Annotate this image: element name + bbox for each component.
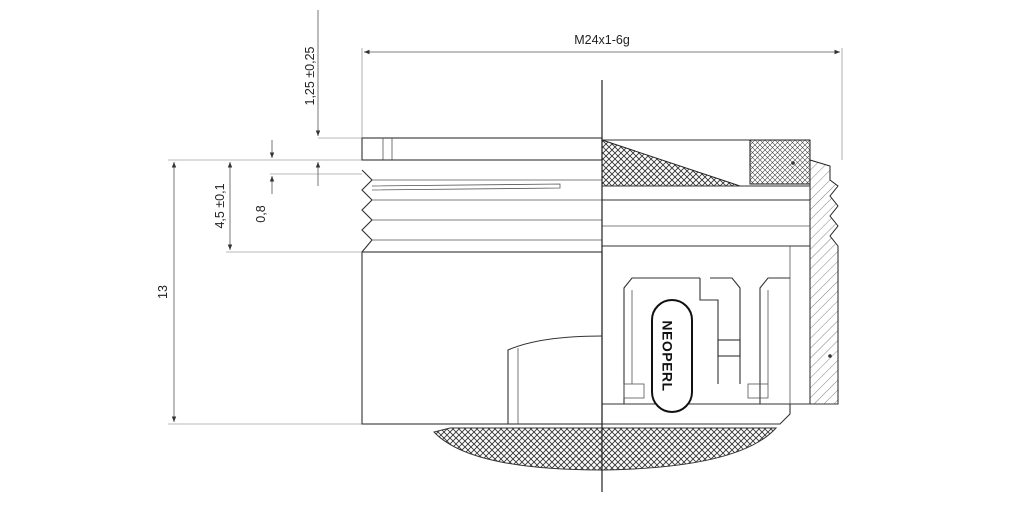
mesh-screen-right [601, 427, 778, 471]
brand-logo: NEOPERL [651, 299, 693, 413]
main-body [361, 251, 603, 425]
thread-section [361, 159, 602, 253]
brand-text: NEOPERL [659, 320, 675, 391]
mesh-screen-left [433, 427, 603, 471]
thread-dim-label: M24x1-6g [574, 33, 630, 47]
section-view: NEOPERL [601, 139, 839, 471]
dimension-lines: M24x1-6g 1,25 ±0,25 0,8 4,5 ±0,1 13 [156, 10, 843, 425]
exterior-view [361, 137, 603, 471]
mesh-cone [601, 139, 741, 187]
seal-ring [749, 139, 811, 185]
top-offset-dim-label: 1,25 ±0,25 [303, 46, 317, 105]
overall-height-dim-label: 13 [156, 285, 170, 299]
chamfer-dim-label: 0,8 [254, 205, 268, 222]
thread-length-dim-label: 4,5 ±0,1 [213, 183, 227, 228]
inner-insert [507, 335, 603, 424]
housing-wall [809, 159, 839, 405]
internal-cage [623, 277, 790, 404]
top-flange [361, 137, 603, 161]
